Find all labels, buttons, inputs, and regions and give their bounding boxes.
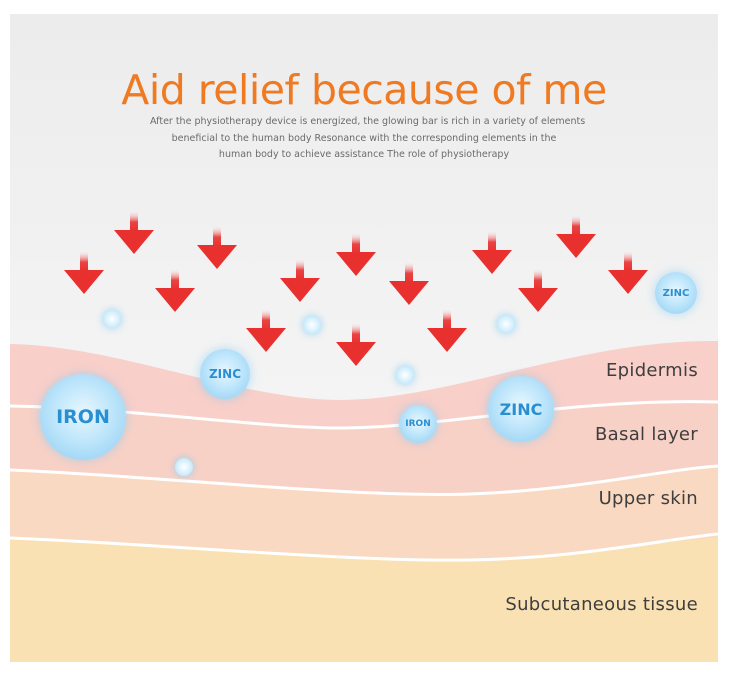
diagram-panel: Aid relief because of me After the physi… [10,14,718,662]
element-dot [497,315,515,333]
layer-label-epidermis: Epidermis [606,360,698,381]
skin-layers-graphic [10,14,718,662]
zinc-bubble-small: ZINC [655,272,697,314]
zinc-bubble: ZINC [200,349,250,399]
description-line: beneficial to the human body Resonance w… [171,132,557,144]
zinc-bubble-large: ZINC [488,376,554,442]
layer-label-subcutaneous: Subcutaneous tissue [505,594,698,615]
element-dot [175,458,193,476]
separator-line [10,464,718,496]
element-dot [303,316,321,334]
layer-subcutaneous [10,534,718,662]
separator-line [10,532,718,562]
layer-label-basal: Basal layer [595,424,698,445]
element-dot [396,366,414,384]
iron-bubble: IRON [40,374,126,460]
iron-bubble-small: IRON [399,405,437,443]
element-dot [103,310,121,328]
description: After the physiotherapy device is energi… [150,114,586,164]
separator-line [10,400,718,430]
page-title: Aid relief because of me [121,66,607,114]
layer-label-upper-skin: Upper skin [598,488,698,509]
description-line: human body to achieve assistance The rol… [218,149,510,160]
description-line: After the physiotherapy device is energi… [150,116,586,127]
